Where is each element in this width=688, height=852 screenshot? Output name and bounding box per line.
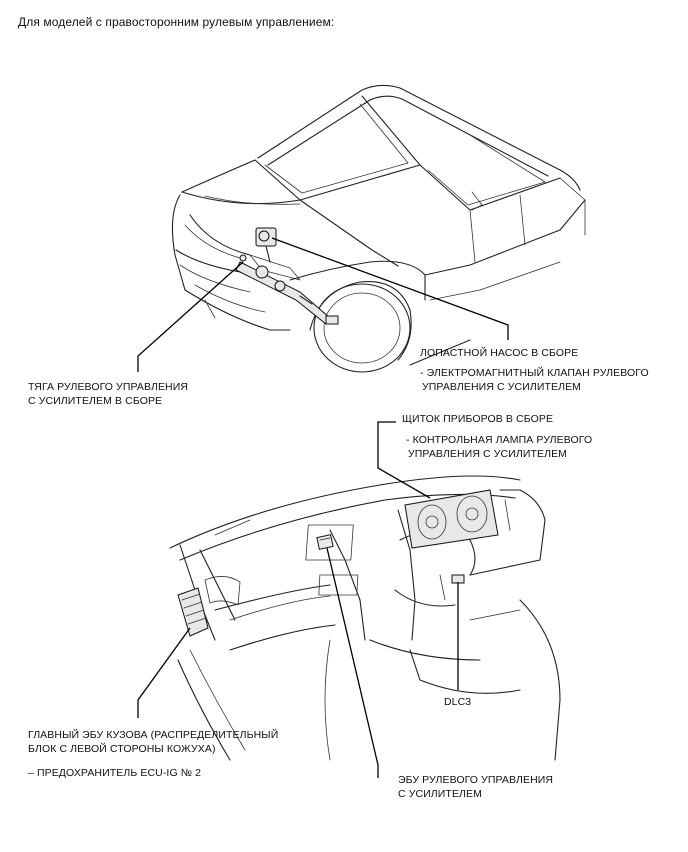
label-vane-pump-solenoid-2: УПРАВЛЕНИЯ С УСИЛИТЕЛЕМ: [422, 381, 582, 393]
label-vane-pump-solenoid-1: - ЭЛЕКТРОМАГНИТНЫЙ КЛАПАН РУЛЕВОГО: [420, 367, 649, 379]
label-power-steering-ecu-1: ЭБУ РУЛЕВОГО УПРАВЛЕНИЯ: [398, 774, 554, 786]
vehicle-exterior-drawing: [171, 84, 586, 373]
power-steering-ecu-drawing: [316, 534, 334, 550]
vehicle-interior-drawing: [169, 475, 561, 761]
leader-lines: [137, 237, 509, 778]
label-dlc3: DLC3: [444, 696, 472, 708]
steering-rack-and-pump: [235, 227, 339, 325]
label-ecu-ig-fuse: – ПРЕДОХРАНИТЕЛЬ ECU-IG № 2: [28, 767, 202, 779]
label-steering-rack-1: ТЯГА РУЛЕВОГО УПРАВЛЕНИЯ: [28, 381, 189, 393]
label-cluster-warning-lamp-1: - КОНТРОЛЬНАЯ ЛАМПА РУЛЕВОГО: [406, 434, 593, 446]
dlc3-connector-drawing: [451, 574, 465, 584]
main-body-ecu-drawing: [177, 587, 209, 637]
label-power-steering-ecu-2: С УСИЛИТЕЛЕМ: [398, 788, 482, 800]
label-cluster-warning-lamp-2: УПРАВЛЕНИЯ С УСИЛИТЕЛЕМ: [408, 448, 568, 460]
page-heading: Для моделей с правосторонним рулевым упр…: [18, 15, 335, 29]
label-instrument-cluster: ЩИТОК ПРИБОРОВ В СБОРЕ: [402, 413, 554, 425]
label-steering-rack-2: С УСИЛИТЕЛЕМ В СБОРЕ: [28, 395, 163, 407]
label-main-body-ecu-1: ГЛАВНЫЙ ЭБУ КУЗОВА (РАСПРЕДЕЛИТЕЛЬНЫЙ: [28, 729, 279, 741]
instrument-cluster-drawing: [404, 489, 499, 549]
label-main-body-ecu-2: БЛОК С ЛЕВОЙ СТОРОНЫ КОЖУХА): [28, 743, 216, 755]
label-vane-pump: ЛОПАСТНОЙ НАСОС В СБОРЕ: [420, 347, 579, 359]
